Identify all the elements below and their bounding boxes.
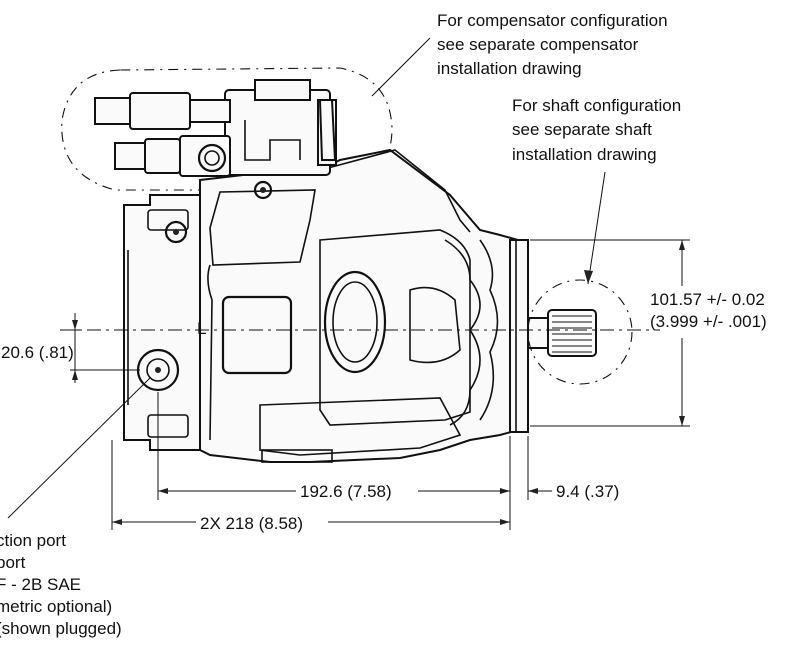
compensator-adjuster-upper-nut xyxy=(129,92,191,130)
housing-right-boss xyxy=(409,286,461,364)
dim-pilot-arrow-top xyxy=(679,240,685,250)
dimension-pilot-diameter: 101.57 +/- 0.02 (3.999 +/- .001) xyxy=(530,239,767,427)
dimension-port-offset: 20.6 (.81) xyxy=(1,313,140,383)
housing-window xyxy=(221,295,293,375)
dim-pilot-inch-text: (3.999 +/- .001) xyxy=(650,312,767,331)
dimension-overall-length: 2X 218 (8.58) xyxy=(111,440,510,533)
rear-cover-bolt xyxy=(164,220,188,244)
port-l-letter: L xyxy=(197,319,206,338)
drive-shaft-collar xyxy=(527,317,549,349)
compensator-top-cap xyxy=(254,79,311,101)
dim-218-arrow-right xyxy=(500,519,510,525)
dim-port-arrow-lower xyxy=(72,370,78,380)
compensator-assembly xyxy=(94,79,337,200)
rear-cover-bolt-center xyxy=(173,229,179,235)
housing-top-pad xyxy=(209,189,316,266)
port-note-line-1: ction port xyxy=(0,531,66,550)
shaft-note: For shaft configuration see separate sha… xyxy=(512,96,681,285)
dim-192-text: 192.6 (7.58) xyxy=(300,482,392,501)
dim-pilot-metric-text: 101.57 +/- 0.02 xyxy=(650,290,765,309)
shaft-leader-line xyxy=(587,171,606,285)
compensator-port-ring xyxy=(197,143,227,173)
compensator-bolt xyxy=(253,180,273,200)
compensator-note-line-2: see separate compensator xyxy=(437,35,639,54)
compensator-adjuster-lower-nut xyxy=(144,138,181,174)
compensator-plug xyxy=(318,99,337,161)
housing-left-edge xyxy=(207,264,213,441)
housing-oval-boss xyxy=(323,270,387,374)
dim-port-offset-text: 20.6 (.81) xyxy=(1,343,74,362)
shaft-note-line-1: For shaft configuration xyxy=(512,96,681,115)
dim-9-arrow xyxy=(528,488,538,494)
port-note-line-5: (shown plugged) xyxy=(0,619,122,638)
dim-pilot-arrow-bottom xyxy=(679,416,685,426)
compensator-note: For compensator configuration see separa… xyxy=(371,11,668,97)
rear-cover-bottom-lug xyxy=(147,414,189,438)
pump-housing xyxy=(123,148,519,463)
port-note-line-2: port xyxy=(0,553,26,572)
port-l: L xyxy=(136,319,206,392)
port-note: ction port port F - 2B SAE metric option… xyxy=(0,377,151,638)
compensator-block xyxy=(224,89,331,176)
compensator-bolt-center xyxy=(260,187,266,193)
compensator-adjuster-upper-body xyxy=(189,99,231,123)
shaft-note-line-3: installation drawing xyxy=(512,145,657,164)
dim-port-arrow-upper xyxy=(72,320,78,330)
drive-shaft xyxy=(527,279,633,385)
shaft-leader-arrow xyxy=(584,270,593,284)
rear-cover-top-lug xyxy=(147,209,189,231)
shaft-note-line-2: see separate shaft xyxy=(512,120,652,139)
compensator-port-inner xyxy=(204,150,220,166)
shaft-phantom-circle xyxy=(527,279,633,385)
port-leader-line xyxy=(7,377,151,519)
dimension-flange-thickness: 9.4 (.37) xyxy=(490,436,619,501)
housing-oval-boss-inner xyxy=(332,281,378,363)
mounting-flange xyxy=(509,239,529,433)
compensator-note-line-1: For compensator configuration xyxy=(437,11,668,30)
compensator-note-line-3: installation drawing xyxy=(437,59,582,78)
compensator-adjuster-lower-screw xyxy=(114,142,146,170)
port-note-line-4: metric optional) xyxy=(0,597,112,616)
mounting-flange-plate xyxy=(509,239,529,433)
rear-cover xyxy=(123,194,207,451)
port-note-line-3: F - 2B SAE xyxy=(0,575,81,594)
compensator-adjuster-upper-screw xyxy=(94,97,131,125)
housing-upper-ridge xyxy=(327,149,471,233)
housing-bottom-foot xyxy=(261,449,333,463)
dim-218-arrow-left xyxy=(112,519,122,525)
compensator-leader-line xyxy=(371,37,431,97)
dim-9-text: 9.4 (.37) xyxy=(556,482,619,501)
dim-192-arrow-left xyxy=(158,488,168,494)
housing-scallop-b xyxy=(479,239,499,421)
compensator-channel xyxy=(244,120,301,161)
dim-218-text: 2X 218 (8.58) xyxy=(200,514,303,533)
port-l-center xyxy=(155,367,161,373)
housing-mid-panel xyxy=(319,229,471,426)
housing-lower-panel xyxy=(259,397,462,456)
port-l-inner-ring xyxy=(146,358,170,382)
drive-shaft-spline xyxy=(547,309,597,357)
